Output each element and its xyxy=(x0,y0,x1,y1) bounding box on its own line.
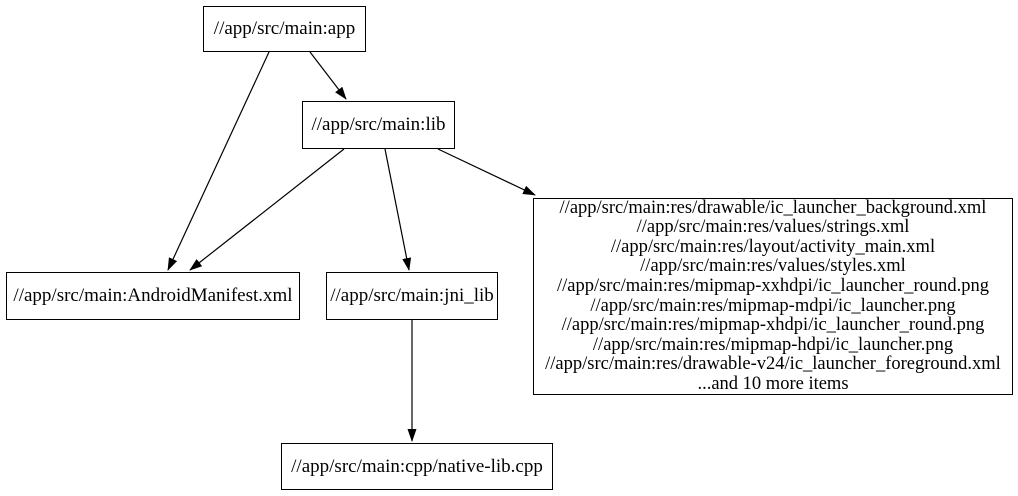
edge-lib-to-resources xyxy=(437,148,536,196)
node-native-lib-cpp: //app/src/main:cpp/native-lib.cpp xyxy=(281,443,553,490)
resource-item: //app/src/main:res/mipmap-hdpi/ic_launch… xyxy=(592,334,954,355)
node-jni-lib-label: //app/src/main:jni_lib xyxy=(330,285,494,306)
edge-lib-to-manifest xyxy=(189,148,345,271)
resource-item: //app/src/main:res/drawable/ic_launcher_… xyxy=(559,197,987,218)
resource-item: //app/src/main:res/values/strings.xml xyxy=(636,217,910,238)
resource-item: //app/src/main:res/mipmap-mdpi/ic_launch… xyxy=(590,295,956,316)
node-native-lib-cpp-label: //app/src/main:cpp/native-lib.cpp xyxy=(291,455,543,477)
resource-item: //app/src/main:res/values/styles.xml xyxy=(640,256,906,277)
node-android-manifest: //app/src/main:AndroidManifest.xml xyxy=(6,272,300,320)
node-resources-group: //app/src/main:res/drawable/ic_launcher_… xyxy=(533,198,1013,395)
edge-app-to-lib xyxy=(309,51,347,100)
resource-item: //app/src/main:res/drawable-v24/ic_launc… xyxy=(545,354,1001,375)
resource-more-items: ...and 10 more items xyxy=(697,373,849,394)
node-app: //app/src/main:app xyxy=(203,6,366,52)
node-app-label: //app/src/main:app xyxy=(213,18,356,39)
node-jni-lib: //app/src/main:jni_lib xyxy=(326,272,498,320)
resource-item: //app/src/main:res/mipmap-xhdpi/ic_launc… xyxy=(561,315,985,336)
node-android-manifest-label: //app/src/main:AndroidManifest.xml xyxy=(13,285,293,306)
resource-item: //app/src/main:res/layout/activity_main.… xyxy=(610,236,936,257)
resource-item: //app/src/main:res/mipmap-xxhdpi/ic_laun… xyxy=(556,275,990,296)
edge-app-to-manifest xyxy=(167,51,270,271)
node-lib: //app/src/main:lib xyxy=(302,101,455,149)
edge-lib-to-jni-lib xyxy=(384,148,412,271)
node-lib-label: //app/src/main:lib xyxy=(311,114,446,135)
